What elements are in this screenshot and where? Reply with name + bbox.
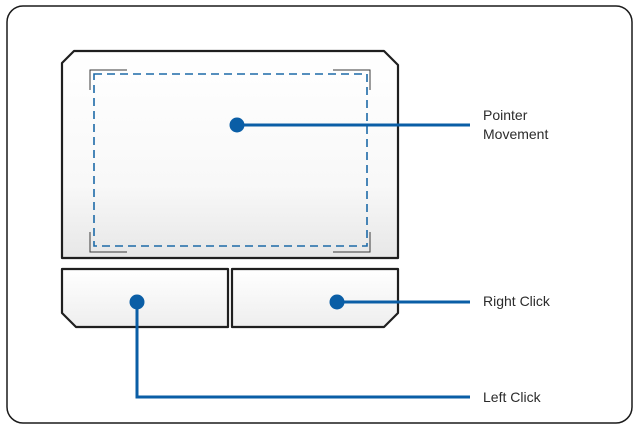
pointer-movement-label-line1: Pointer bbox=[483, 107, 528, 123]
left-click-button[interactable] bbox=[60, 267, 230, 329]
left-click-label: Left Click bbox=[483, 389, 542, 405]
right-click-button[interactable] bbox=[230, 267, 400, 329]
pointer-callout-dot bbox=[229, 117, 245, 133]
right-click-label: Right Click bbox=[483, 293, 551, 309]
left-click-callout-line bbox=[135, 302, 470, 399]
touchpad-surface[interactable] bbox=[60, 49, 400, 260]
right-click-callout-dot bbox=[329, 294, 345, 310]
pointer-movement-label-line2: Movement bbox=[483, 126, 548, 142]
corner-marks bbox=[89, 69, 371, 253]
left-click-callout-dot bbox=[129, 294, 145, 310]
pointer-movement-area[interactable] bbox=[93, 73, 368, 247]
